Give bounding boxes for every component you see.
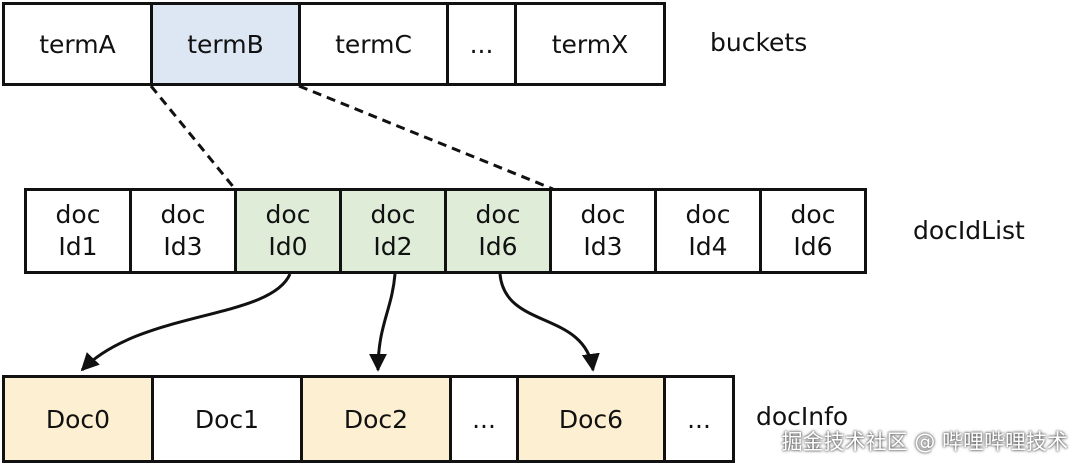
bucket-cell-terma: termA <box>2 2 153 86</box>
doc-info-cell-ellipsis: ... <box>449 375 519 463</box>
doc-info-cell-label: ... <box>687 404 711 434</box>
bucket-to-list-dashed-right <box>298 84 554 191</box>
doc-info-cell-label: Doc0 <box>45 404 111 434</box>
doc-id-cell-line2: Id2 <box>373 232 413 261</box>
doc-info-cell-label: ... <box>472 404 496 434</box>
doc-id-cell-line1: doc <box>475 200 521 229</box>
bucket-cell-label: termX <box>551 29 629 59</box>
doc-info-row: Doc0 Doc1 Doc2 ... Doc6 ... <box>2 375 735 463</box>
doc-id-cell-line2: Id6 <box>478 232 518 261</box>
doc-info-cell-doc2: Doc2 <box>300 375 452 463</box>
bucket-cell-termc: termC <box>298 2 449 86</box>
bucket-cell-termb: termB <box>150 2 301 86</box>
bucket-to-list-dashed-left <box>149 85 237 190</box>
bucket-cell-label: termA <box>39 29 116 59</box>
doc-id-cell-line1: doc <box>55 200 101 229</box>
bucket-cell-label: termB <box>187 29 264 59</box>
arrow-id6-to-doc6 <box>498 273 600 372</box>
doc-id-cell-line1: doc <box>265 200 311 229</box>
doc-id-cell-line2: Id1 <box>58 232 98 261</box>
doc-info-cell-ellipsis: ... <box>663 375 735 463</box>
doc-id-cell-line1: doc <box>580 200 626 229</box>
doc-id-list-label: docIdList <box>913 216 1025 245</box>
doc-info-cell-label: Doc2 <box>343 404 409 434</box>
doc-info-cell-label: Doc1 <box>194 404 260 434</box>
doc-info-cell-doc6: Doc6 <box>516 375 666 463</box>
doc-info-cell-doc0: Doc0 <box>2 375 154 463</box>
doc-id-cell-line2: Id4 <box>688 232 728 261</box>
doc-id-cell-line2: Id3 <box>163 232 203 261</box>
doc-id-cell-line2: Id0 <box>268 232 308 261</box>
arrow-id2-to-doc2 <box>369 273 397 372</box>
bucket-cell-termx: termX <box>514 2 666 86</box>
doc-info-cell-label: Doc6 <box>558 404 624 434</box>
buckets-row: termA termB termC ... termX <box>2 2 666 86</box>
arrow-id0-to-doc0 <box>80 273 292 372</box>
doc-id-cell-line1: doc <box>790 200 836 229</box>
bucket-cell-label: ... <box>469 29 494 59</box>
watermark: 掘金技术社区 @ 哔哩哔哩技术 <box>781 430 1068 454</box>
doc-id-cell-line2: Id6 <box>793 232 833 261</box>
bucket-cell-label: termC <box>335 29 412 59</box>
buckets-label: buckets <box>710 28 808 57</box>
doc-info-cell-doc1: Doc1 <box>151 375 303 463</box>
doc-id-cell-line1: doc <box>685 200 731 229</box>
bucket-cell-ellipsis: ... <box>446 2 517 86</box>
doc-id-cell-line1: doc <box>160 200 206 229</box>
doc-id-cell-line1: doc <box>370 200 416 229</box>
doc-info-label: docInfo <box>756 402 849 431</box>
doc-id-cell-line2: Id3 <box>583 232 623 261</box>
